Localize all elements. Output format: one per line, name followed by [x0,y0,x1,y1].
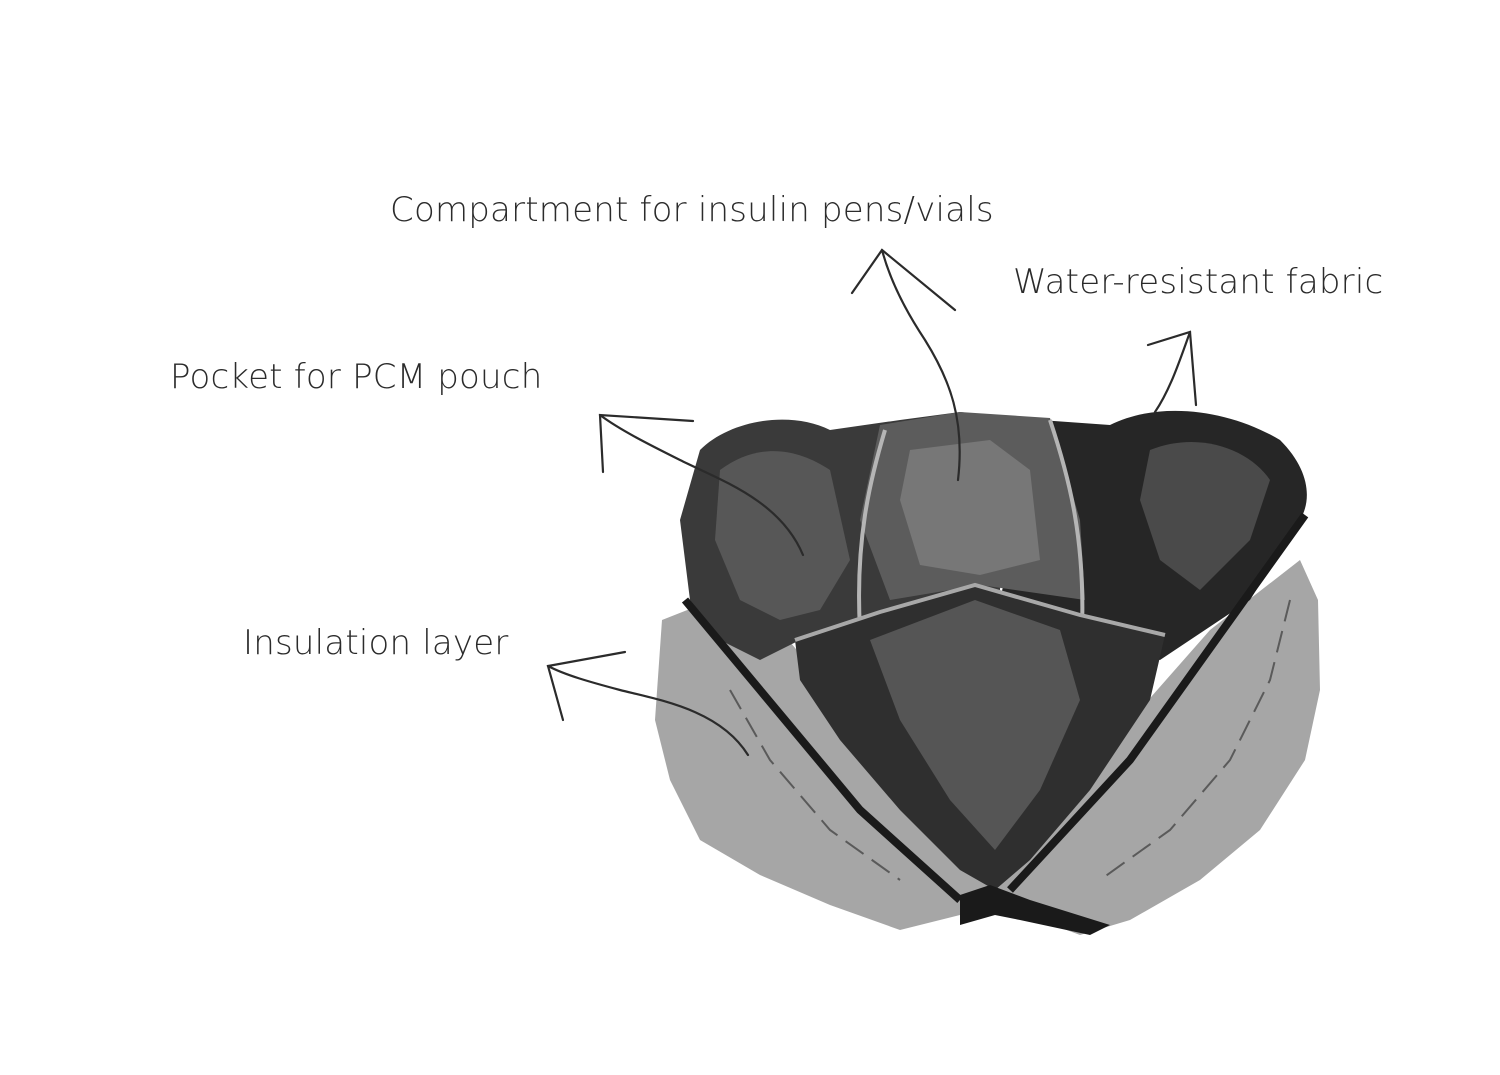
callout-arrows [546,248,1198,757]
curved-arrow-icon [546,664,750,757]
stitch-line-left [729,689,901,881]
arrowhead-icon [850,248,957,312]
outer-shell [655,560,1320,935]
insulin-cooler-case-icon [655,410,1320,935]
divider-right [1048,419,1085,631]
curved-arrow-icon [1153,330,1192,414]
arrowhead-icon [1146,330,1198,407]
divider-left [857,429,887,631]
zipper-pull [960,885,1110,935]
arrowhead-icon [546,650,627,722]
center-compartment-tone [900,440,1040,575]
zipper-right [1007,512,1309,893]
label-compartment: Compartment for insulin pens/vials [390,190,994,230]
zipper-left [681,597,963,903]
arrowhead-icon [598,413,695,474]
curved-arrow-icon [880,248,961,482]
curved-arrow-icon [598,413,805,557]
front-pocket-tone [870,600,1080,850]
left-lid-tone [715,451,850,620]
stitch-line-right [1099,599,1291,881]
label-pcm-pocket: Pocket for PCM pouch [170,357,543,397]
right-lid-tone [1140,441,1270,590]
front-pocket-edge [794,582,1166,642]
label-insulation-layer: Insulation layer [243,623,509,663]
label-water-resistant-fabric: Water-resistant fabric [1013,262,1384,302]
